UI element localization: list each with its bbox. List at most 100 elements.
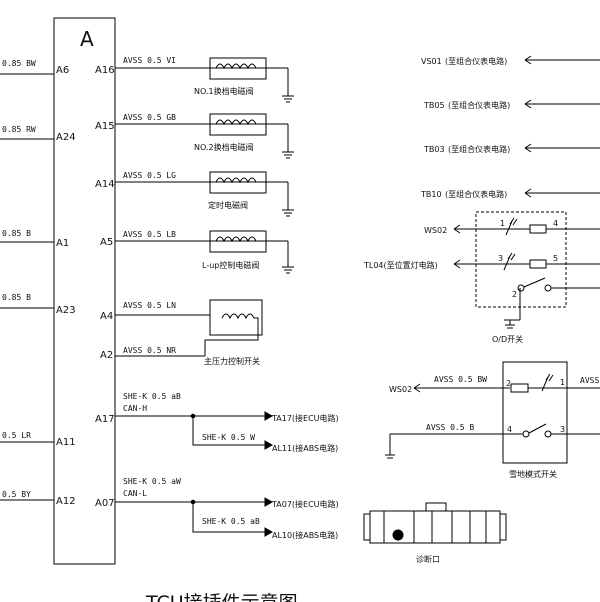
pin-number: 2 (512, 290, 517, 299)
left-wire-label: 0.85 RW (2, 125, 36, 134)
wire-label: AVSS 0.5 B (426, 423, 474, 432)
pin-label: A17 (95, 414, 115, 425)
resistor-icon (510, 383, 529, 393)
wire-label: AVSS 0.5 VI (123, 56, 176, 65)
dest-label: TA07(接ECU电路) (271, 499, 339, 509)
pin-label: A16 (95, 65, 115, 76)
left-wire-label: 0.5 LR (2, 431, 31, 440)
pin-label: A6 (56, 65, 69, 76)
diagram-title: TCU接插件示意图 (145, 592, 298, 602)
dest-label: TA17(接ECU电路) (271, 413, 339, 423)
left-wire-label: 0.5 BY (2, 490, 31, 499)
pin-label: A4 (100, 311, 113, 322)
pin-label: A15 (95, 121, 115, 132)
left-wire-label: 0.85 B (2, 293, 31, 302)
wire-label: CAN-L (123, 489, 147, 498)
signal-code: VS01 (421, 57, 442, 66)
pin-number: 1 (500, 219, 505, 228)
ws-label: WS02 (389, 385, 412, 394)
wire-label: AVSS 0.5 NR (123, 346, 176, 355)
left-pin-a11: 0.5 LR A11 (0, 431, 76, 448)
left-pin-a23: 0.85 B A23 (0, 293, 76, 316)
resistor-icon (529, 259, 547, 269)
signal-text: (至组合仪表电路) (445, 56, 507, 66)
pin-label: A14 (95, 179, 115, 190)
signal-text: (至组合仪表电路) (448, 100, 510, 110)
pin-label: A07 (95, 498, 115, 509)
pressure-switch-box (209, 299, 263, 336)
pin-label: A23 (56, 305, 76, 316)
pin-label: A12 (56, 496, 76, 507)
signal-tb10: TB10 (至组合仪表电路) (420, 188, 600, 199)
pin-label: A1 (56, 238, 69, 249)
signal-vs01: VS01 (至组合仪表电路) (421, 55, 600, 66)
left-wire-label: 0.85 B (2, 229, 31, 238)
pin-label: A11 (56, 437, 76, 448)
dest-label: AL11(接ABS电路) (272, 443, 338, 453)
wire-label: AVSS 0.5 GB (123, 113, 176, 122)
led-icon (503, 252, 516, 271)
od-switch: WS02 1 4 TL04(至位置灯电路) 3 5 2 O/D开关 (363, 211, 600, 344)
signal-text: (至组合仪表电路) (445, 189, 507, 199)
signal-tb03: TB03 (至组合仪表电路) (423, 143, 600, 154)
dest-label: AL10(接ABS电路) (272, 530, 338, 540)
snow-switch: WS02 AVSS 0.5 BW 2 1 AVSS AVSS 0.5 B 4 3… (385, 361, 600, 479)
left-wire-label: 0.85 BW (2, 59, 36, 68)
component-label: 主压力控制开关 (204, 356, 260, 366)
pin-number: 3 (560, 425, 565, 434)
wire-label: AVSS 0.5 LN (123, 301, 176, 310)
snow-switch-box (502, 361, 568, 464)
signal-code: TB05 (423, 101, 445, 110)
wire-label: SHE-K 0.5 W (202, 433, 255, 442)
pin-number: 5 (553, 254, 558, 263)
wire-label: SHE-K 0.5 aB (202, 517, 260, 526)
tcu-connector-box (53, 17, 116, 565)
solenoid-coil-icon (209, 57, 267, 80)
wire-label: AVSS (580, 376, 599, 385)
wire-label: CAN-H (123, 404, 147, 413)
right-pin-a16: A16 AVSS 0.5 VI NO.1换档电磁阀 (95, 56, 294, 103)
wire-label: AVSS 0.5 LB (123, 230, 176, 239)
signal-text: (至组合仪表电路) (448, 144, 510, 154)
component-label: NO.2换档电磁阀 (194, 142, 254, 152)
pin-label: A5 (100, 237, 113, 248)
wire-label: AVSS 0.5 LG (123, 171, 176, 180)
can-l-group: A07 SHE-K 0.5 aW CAN-L SHE-K 0.5 aB TA07… (95, 477, 339, 540)
wire-label: AVSS 0.5 BW (434, 375, 487, 384)
solenoid-coil-icon (209, 171, 267, 194)
component-label: 定时电磁阀 (208, 200, 248, 210)
connector-letter: A (80, 27, 94, 51)
pin-number: 4 (553, 219, 558, 228)
left-pin-a24: 0.85 RW A24 (0, 125, 76, 143)
od-switch-label: O/D开关 (492, 334, 523, 344)
component-label: NO.1换档电磁阀 (194, 86, 254, 96)
left-pin-a1: 0.85 B A1 (0, 229, 69, 249)
wire-label: SHE-K 0.5 aB (123, 392, 181, 401)
diagnostic-label: 诊断口 (416, 554, 440, 564)
switch-contact-icon (528, 423, 547, 434)
diagnostic-connector: 诊断口 (363, 502, 507, 564)
pin-number: 3 (498, 254, 503, 263)
ws-label: WS02 (424, 226, 447, 235)
pin-label: A2 (100, 350, 113, 361)
switch-contact-icon (523, 277, 546, 288)
can-h-group: A17 SHE-K 0.5 aB CAN-H SHE-K 0.5 W TA17(… (95, 392, 339, 453)
od-switch-box (475, 211, 567, 308)
right-pin-a4-a2: A4 A2 AVSS 0.5 LN AVSS 0.5 NR 主压力控制开关 (100, 299, 263, 366)
right-pin-a15: A15 AVSS 0.5 GB NO.2换档电磁阀 (95, 113, 294, 159)
left-pin-a12: 0.5 BY A12 (0, 490, 76, 507)
right-pin-a14: A14 AVSS 0.5 LG 定时电磁阀 (95, 171, 294, 217)
snow-switch-label: 雪地模式开关 (509, 469, 557, 479)
signal-tb05: TB05 (至组合仪表电路) (423, 99, 600, 110)
tl-label: TL04(至位置灯电路) (363, 260, 438, 270)
pin-number: 4 (507, 425, 512, 434)
solenoid-coil-icon (209, 113, 267, 136)
led-icon (505, 217, 518, 236)
wire-label: SHE-K 0.5 aW (123, 477, 181, 486)
resistor-icon (529, 224, 547, 234)
pin-number: 1 (560, 378, 565, 387)
pin-number: 2 (506, 379, 511, 388)
signal-code: TB03 (423, 145, 445, 154)
left-pin-a6: 0.85 BW A6 (0, 59, 69, 76)
